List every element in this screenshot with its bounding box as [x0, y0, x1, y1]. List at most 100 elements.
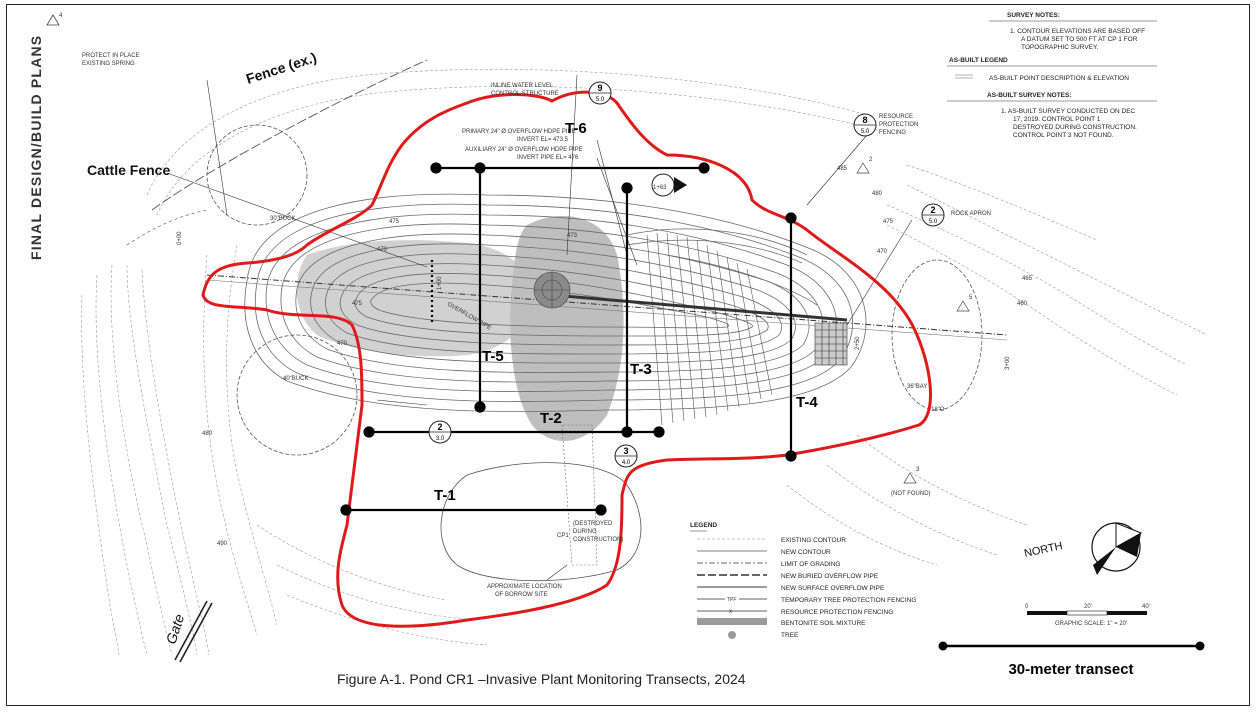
plan-label: AUXILIARY 24" Ø OVERFLOW HDPE PIPE — [465, 147, 583, 153]
tree-protection-circle — [206, 124, 308, 226]
north-arrow: NORTH — [1023, 522, 1143, 575]
transect-label-t2: T-2 — [540, 410, 562, 427]
triangle-marker-icon — [46, 14, 60, 26]
svg-text:EXISTING CONTOUR: EXISTING CONTOUR — [781, 537, 846, 544]
plan-label: 3+00 — [1005, 356, 1011, 370]
control-point-icon: 5 — [956, 295, 973, 312]
fence-ex-label: Fence (ex.) — [244, 49, 319, 87]
transect-label-t5: T-5 — [482, 348, 504, 365]
plan-label: 0+00 — [177, 231, 183, 245]
svg-text:480: 480 — [872, 191, 883, 197]
svg-text:5.0: 5.0 — [861, 129, 870, 135]
plan-label: PRIMARY 24" Ø OVERFLOW HDPE PIPE — [462, 129, 576, 135]
plan-label: INVERT EL= 473.5 — [517, 137, 569, 143]
svg-text:GRAPHIC SCALE: 1" = 20': GRAPHIC SCALE: 1" = 20' — [1055, 621, 1127, 627]
control-point-icon: 2 — [856, 157, 873, 174]
svg-text:AS-BUILT SURVEY NOTES:: AS-BUILT SURVEY NOTES: — [987, 92, 1072, 99]
svg-text:TREE: TREE — [781, 632, 799, 639]
svg-text:40': 40' — [1142, 604, 1150, 610]
control-points: 2 3 4 5 — [59, 13, 973, 484]
control-structure — [533, 271, 571, 309]
svg-text:NEW CONTOUR: NEW CONTOUR — [781, 549, 831, 556]
plan-label: 1+63 — [653, 185, 667, 191]
asbuilt-point-icon — [955, 74, 973, 79]
transect-scale-label: 30-meter transect — [1008, 661, 1133, 678]
transect-label-t1: T-1 — [434, 487, 456, 504]
svg-text:2: 2 — [930, 205, 935, 215]
site-plan-map: FINAL DESIGN/BUILD PLANS — [28, 12, 1208, 687]
svg-text:NEW BURIED OVERFLOW PIPE: NEW BURIED OVERFLOW PIPE — [781, 573, 879, 580]
svg-text:470: 470 — [337, 341, 348, 347]
plan-label: DURING — [573, 529, 597, 535]
bentonite-area — [296, 240, 532, 357]
svg-text:NEW SURFACE OVERFLOW PIPE: NEW SURFACE OVERFLOW PIPE — [781, 585, 885, 592]
plan-label: (NOT FOUND) — [891, 491, 931, 497]
borrow-pipe-path — [561, 424, 598, 566]
svg-text:475: 475 — [389, 219, 400, 225]
svg-text:DESTROYED DURING CONSTRUCTION.: DESTROYED DURING CONSTRUCTION. — [1013, 124, 1137, 131]
control-point-icon: 3 — [903, 467, 920, 484]
svg-text:3: 3 — [916, 467, 920, 473]
figure-frame: FINAL DESIGN/BUILD PLANS — [6, 4, 1250, 706]
transect-label-t3: T-3 — [630, 361, 652, 378]
rock-apron-grid — [814, 322, 848, 366]
svg-text:475: 475 — [883, 219, 894, 225]
plan-label: 18"O — [931, 407, 945, 413]
overflow-pipe — [206, 274, 1008, 341]
plan-label: 1+00 — [437, 276, 443, 290]
detail-callout: 9 5.0 — [588, 81, 612, 105]
graphic-scale: 0 20' 40' GRAPHIC SCALE: 1" = 20' — [1025, 604, 1150, 627]
existing-fence — [126, 59, 428, 246]
svg-text:5.0: 5.0 — [929, 219, 938, 225]
svg-text:0: 0 — [1025, 604, 1029, 610]
detail-callout: 2 3.0 — [428, 420, 452, 444]
survey-notes: SURVEY NOTES: 1. CONTOUR ELEVATIONS ARE … — [947, 12, 1157, 139]
svg-text:x: x — [729, 609, 732, 615]
svg-text:5.0: 5.0 — [596, 97, 605, 103]
plan-label: CONTROL STRUCTURE — [491, 91, 559, 97]
contour-labels: 475 470 465 460 473 485 480 470 475 480 … — [202, 166, 1033, 547]
plan-label: FENCING — [879, 130, 906, 136]
plan-label: 36"BAY — [907, 384, 927, 390]
control-point-icon: 4 — [59, 13, 63, 19]
tree-protection-circle — [891, 259, 983, 411]
svg-text:460: 460 — [1017, 301, 1028, 307]
plan-label: RESOURCE — [879, 114, 913, 120]
plan-label: EXISTING SPRING — [82, 61, 135, 67]
plan-label: CP1 — [557, 533, 569, 539]
section-arrow-icon — [651, 173, 687, 197]
svg-text:TOPOGRAPHIC SURVEY.: TOPOGRAPHIC SURVEY. — [1021, 44, 1098, 51]
svg-text:480: 480 — [202, 431, 213, 437]
svg-text:RESOURCE PROTECTION FENCING: RESOURCE PROTECTION FENCING — [781, 609, 893, 616]
svg-text:2: 2 — [869, 157, 873, 163]
svg-text:470: 470 — [377, 247, 388, 253]
svg-text:LEGEND: LEGEND — [690, 522, 717, 529]
svg-text:3.0: 3.0 — [436, 436, 445, 442]
cattle-fence-label: Cattle Fence — [87, 162, 170, 178]
svg-text:A DATUM SET TO 500 FT AT CP 1: A DATUM SET TO 500 FT AT CP 1 FOR — [1021, 36, 1138, 43]
leader-lines — [166, 74, 913, 581]
plan-label: CONSTRUCTION) — [573, 537, 623, 543]
svg-text:485: 485 — [837, 166, 848, 172]
svg-text:20': 20' — [1084, 604, 1092, 610]
transect-lines — [340, 162, 797, 516]
plan-label: 2+50 — [855, 336, 861, 350]
detail-callout: 8 5.0 — [853, 113, 877, 137]
svg-text:4: 4 — [59, 13, 63, 19]
transect-label-t6: T-6 — [565, 120, 587, 137]
plan-label: ROCK APRON — [951, 211, 991, 217]
figure-caption: Figure A-1. Pond CR1 –Invasive Plant Mon… — [337, 671, 746, 687]
plan-label: 40"BUCK — [283, 376, 308, 382]
bentonite-area — [510, 216, 624, 442]
svg-text:490: 490 — [217, 541, 228, 547]
svg-text:2: 2 — [437, 422, 442, 432]
svg-text:1. CONTOUR ELEVATIONS ARE BA: 1. CONTOUR ELEVATIONS ARE BASED OFF — [1010, 28, 1145, 35]
svg-text:473: 473 — [567, 233, 578, 239]
svg-text:3: 3 — [623, 446, 628, 456]
plan-label: APPROXIMATE LOCATION — [487, 584, 562, 590]
svg-text:475: 475 — [352, 301, 363, 307]
plan-label: INLINE WATER LEVEL — [491, 83, 554, 89]
pond-boundary — [201, 90, 933, 628]
existing-contours — [81, 68, 1208, 656]
svg-text:1. AS-BUILT SURVEY CONDUCTED: 1. AS-BUILT SURVEY CONDUCTED ON DEC — [1001, 108, 1136, 115]
